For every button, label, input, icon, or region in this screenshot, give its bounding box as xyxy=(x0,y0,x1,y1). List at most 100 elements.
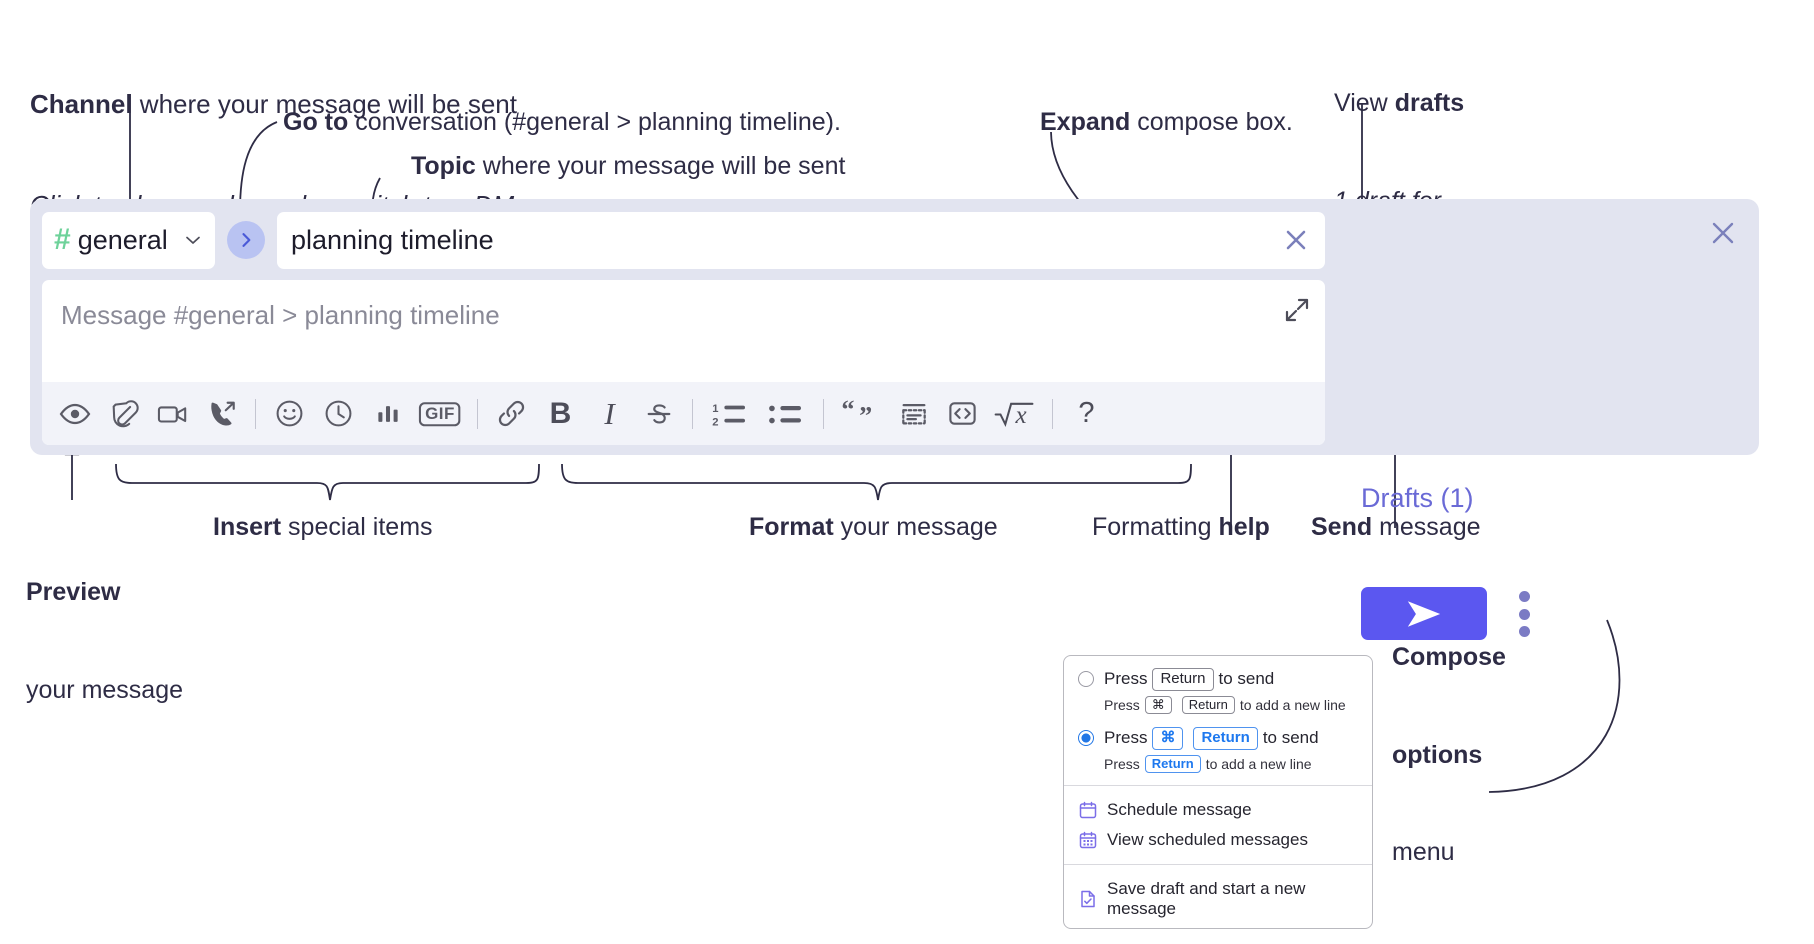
strikethrough-icon[interactable] xyxy=(634,389,683,438)
code-block-icon[interactable] xyxy=(889,389,938,438)
svg-text:2: 2 xyxy=(712,416,718,428)
annotation-expand: Expand compose box. xyxy=(1040,106,1293,139)
compose-options-menu: Press Return to send Press ⌘ Return to a… xyxy=(1063,655,1373,929)
bulleted-list-icon[interactable] xyxy=(758,389,814,438)
annotation-help-pre: Formatting xyxy=(1092,513,1219,541)
poll-icon[interactable] xyxy=(363,389,412,438)
menu-option-cmd-return[interactable]: Press ⌘ Return to send xyxy=(1064,725,1372,752)
annotation-compose-line3: menu xyxy=(1392,838,1455,866)
menu-option-return[interactable]: Press Return to send xyxy=(1064,666,1372,693)
video-clip-icon[interactable] xyxy=(148,389,197,438)
kebab-dot-3 xyxy=(1518,626,1530,637)
gif-icon[interactable]: GIF xyxy=(412,389,468,438)
annotation-compose-options: Compose options menu xyxy=(1392,576,1506,934)
annotation-drafts-pre: View xyxy=(1334,89,1395,117)
radio-return[interactable] xyxy=(1078,671,1094,688)
italic-icon[interactable]: I xyxy=(585,389,634,438)
bold-icon[interactable]: B xyxy=(536,389,585,438)
gif-label: GIF xyxy=(425,403,455,423)
annotation-help: Formatting help xyxy=(1092,511,1270,544)
toolbar-divider-3 xyxy=(692,398,693,429)
annotation-send-rest: message xyxy=(1372,513,1481,541)
compose-header: # general planning timeline xyxy=(42,211,1325,269)
annotation-channel-bold: Channel xyxy=(30,88,133,119)
drafts-link[interactable]: Drafts (1) xyxy=(1361,483,1474,513)
annotation-goto-rest: conversation (#general > planning timeli… xyxy=(348,108,841,136)
hash-icon: # xyxy=(54,223,71,256)
menu-item-label: View scheduled messages xyxy=(1107,830,1308,849)
chevron-right-icon xyxy=(242,233,251,247)
annotation-format-rest: your message xyxy=(833,513,998,541)
menu-item-view-scheduled[interactable]: View scheduled messages xyxy=(1064,825,1372,855)
menu-option-return-pre: Press xyxy=(1104,669,1148,689)
compose-widget: # general planning timeline xyxy=(30,199,1759,640)
link-icon[interactable] xyxy=(487,389,536,438)
key-return: Return xyxy=(1152,668,1214,691)
close-icon[interactable] xyxy=(1707,217,1739,249)
channel-selector-button[interactable]: # general xyxy=(42,211,215,269)
compose-options-button[interactable] xyxy=(1513,591,1535,637)
send-button[interactable] xyxy=(1361,587,1487,640)
math-icon[interactable]: x xyxy=(987,389,1043,438)
menu-option-return-post: to send xyxy=(1218,669,1275,689)
annotation-compose-line1: Compose xyxy=(1392,643,1506,671)
send-icon xyxy=(1407,600,1441,627)
annotation-insert-bold: Insert xyxy=(213,513,282,541)
channel-name: general xyxy=(77,224,168,255)
svg-text:“: “ xyxy=(841,399,854,424)
menu-item-label: Save draft and start a new message xyxy=(1107,879,1306,918)
clear-topic-icon[interactable] xyxy=(1281,225,1311,255)
annotation-topic-rest: where your message will be sent xyxy=(475,152,846,180)
annotation-help-bold: help xyxy=(1218,513,1270,541)
annotation-send-bold: Send xyxy=(1311,513,1373,541)
menu-option-cmd-pre: Press xyxy=(1104,728,1148,748)
key-return-4: Return xyxy=(1144,754,1201,773)
mention-icon[interactable] xyxy=(314,389,363,438)
kebab-dot-1 xyxy=(1518,591,1530,602)
menu-item-schedule-message[interactable]: Schedule message xyxy=(1064,795,1372,825)
preview-icon[interactable] xyxy=(50,389,99,438)
emoji-icon[interactable] xyxy=(265,389,314,438)
blockquote-icon[interactable]: “” xyxy=(833,389,889,438)
italic-label: I xyxy=(604,396,615,431)
sub-return-pre: Press xyxy=(1104,696,1140,713)
menu-option-cmd-post: to send xyxy=(1262,728,1319,748)
help-label: ? xyxy=(1078,397,1095,429)
annotation-expand-bold: Expand xyxy=(1040,108,1131,136)
math-x-label: x xyxy=(1015,401,1027,429)
calendar-icon xyxy=(1078,800,1098,820)
annotation-channel-rest: where your message will be sent xyxy=(132,88,517,119)
help-icon[interactable]: ? xyxy=(1062,389,1111,438)
annotation-goto: Go to conversation (#general > planning … xyxy=(283,106,841,139)
toolbar-divider-5 xyxy=(1052,398,1053,429)
annotation-expand-rest: compose box. xyxy=(1130,108,1293,136)
annotation-format: Format your message xyxy=(749,511,998,544)
attachment-icon[interactable] xyxy=(99,389,148,438)
kebab-dot-2 xyxy=(1518,608,1530,620)
annotation-drafts-bold: drafts xyxy=(1394,89,1465,117)
menu-option-return-sub: Press ⌘ Return to add a new line xyxy=(1064,693,1372,717)
annotation-preview: Preview your message xyxy=(26,511,183,771)
annotation-topic-bold: Topic xyxy=(411,152,476,180)
sub-cmd-post: to add a new line xyxy=(1205,755,1312,772)
message-placeholder: Message #general > planning timeline xyxy=(61,300,500,330)
message-input-area[interactable]: Message #general > planning timeline xyxy=(42,280,1325,445)
code-icon[interactable] xyxy=(938,389,987,438)
annotation-format-bold: Format xyxy=(749,513,834,541)
annotation-insert-rest: special items xyxy=(281,513,433,541)
go-to-conversation-button[interactable] xyxy=(227,221,265,259)
annotation-preview-bold: Preview xyxy=(26,578,121,606)
annotation-topic: Topic where your message will be sent xyxy=(411,150,845,183)
radio-cmd-return[interactable] xyxy=(1078,730,1094,747)
bold-label: B xyxy=(549,396,572,430)
audio-clip-icon[interactable] xyxy=(197,389,246,438)
chevron-down-icon xyxy=(183,230,203,250)
annotation-goto-bold: Go to xyxy=(283,108,349,136)
key-return-2: Return xyxy=(1181,695,1235,714)
expand-compose-icon[interactable] xyxy=(1283,296,1311,324)
svg-text:”: ” xyxy=(859,401,872,429)
topic-input[interactable]: planning timeline xyxy=(277,211,1325,269)
menu-item-save-draft[interactable]: Save draft and start a new message xyxy=(1064,874,1372,924)
